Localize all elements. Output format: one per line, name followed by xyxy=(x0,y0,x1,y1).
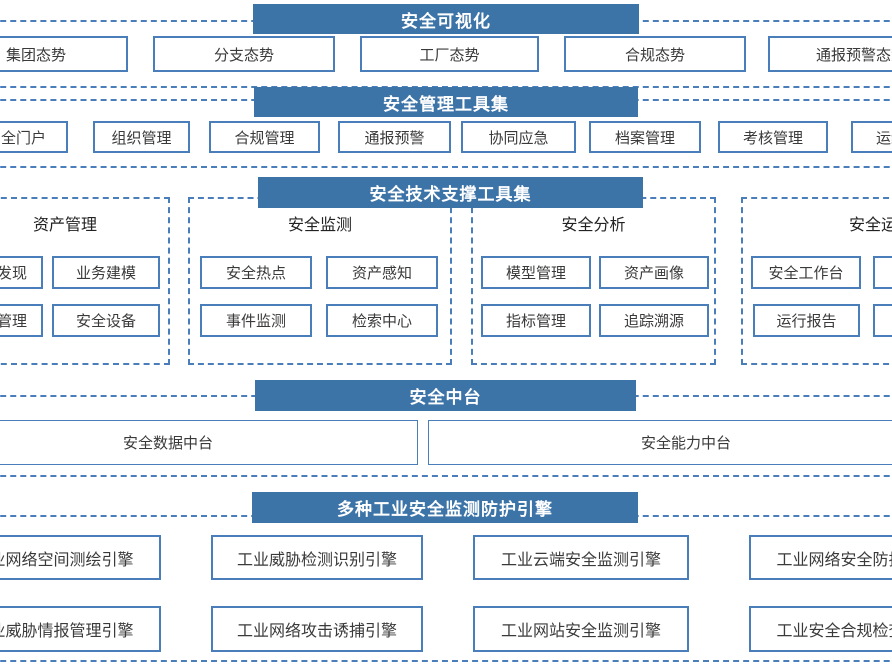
node-security-hotspots: 安全热点 xyxy=(200,256,312,289)
node-label: 运维管理 xyxy=(875,129,892,147)
node-label: 工业网络安全防护引擎 xyxy=(776,551,892,569)
node-compliance-check-engine: 工业安全合规检查引擎 xyxy=(749,606,892,652)
node-branch-situation: 分支态势 xyxy=(153,36,335,72)
node-label: 业务建模 xyxy=(75,265,136,282)
node-label: 通报预警态势 xyxy=(815,46,892,64)
node-label: 工厂态势 xyxy=(419,46,480,64)
node-label: 工业威胁检测识别引擎 xyxy=(236,551,397,569)
node-label: 工业威胁情报管理引擎 xyxy=(0,623,134,640)
node-label: 漏洞管理 xyxy=(0,313,27,330)
node-operations-management: 运维管理 xyxy=(851,121,892,153)
node-group-situation: 集团态势 xyxy=(0,36,128,72)
visualization-section-header: 安全可视化 xyxy=(253,4,639,34)
node-compliance-situation: 合规态势 xyxy=(564,36,746,72)
node-label: 工业网站安全监测引擎 xyxy=(500,623,661,640)
node-label: 检索中心 xyxy=(351,313,412,330)
node-cyberspace-mapping-engine: 工业网络空间测绘引擎 xyxy=(0,535,161,580)
node-threat-detection-engine: 工业威胁检测识别引擎 xyxy=(211,535,423,580)
engines-section-title: 多种工业安全监测防护引擎 xyxy=(337,500,553,519)
node-label: 合规态势 xyxy=(624,46,685,64)
node-attack-decoy-engine: 工业网络攻击诱捕引擎 xyxy=(211,606,423,652)
security-operations-column-title: 安全运营 xyxy=(848,217,892,234)
management-section-header: 安全管理工具集 xyxy=(254,87,638,117)
node-asset-perception: 资产感知 xyxy=(326,256,438,289)
node-security-workbench: 安全工作台 xyxy=(751,256,861,289)
node-security-devices: 安全设备 xyxy=(52,304,160,337)
asset-management-column-frame: 资产管理 xyxy=(0,197,170,365)
node-label: 安全工作台 xyxy=(768,265,844,282)
node-label: 工业安全合规检查引擎 xyxy=(776,623,892,640)
security-operations-column-frame: 安全运营 xyxy=(741,197,892,365)
node-label: 资产感知 xyxy=(351,265,412,282)
node-business-modeling: 业务建模 xyxy=(52,256,160,289)
management-section-title: 安全管理工具集 xyxy=(383,94,509,114)
node-label: 工业云端安全监测引擎 xyxy=(500,551,661,569)
asset-management-column-title: 资产管理 xyxy=(32,217,97,234)
node-archive-management: 档案管理 xyxy=(589,121,701,153)
node-label: 安全热点 xyxy=(225,265,286,282)
node-label: 模型管理 xyxy=(505,265,566,282)
node-security-portal: 安全门户 xyxy=(0,121,68,153)
node-label: 集团态势 xyxy=(5,46,66,64)
security-analysis-column-title: 安全分析 xyxy=(561,217,626,234)
node-model-management: 模型管理 xyxy=(481,256,591,289)
node-label: 考核管理 xyxy=(742,129,803,147)
middle-platform-section-title: 安全中台 xyxy=(409,388,482,407)
tech-support-section-header: 安全技术支撑工具集 xyxy=(258,177,643,208)
node-label: 协同应急 xyxy=(488,129,549,147)
node-label: 工业网络攻击诱捕引擎 xyxy=(236,623,397,640)
node-label: 追踪溯源 xyxy=(623,313,684,330)
node-label: 资产画像 xyxy=(623,265,684,282)
node-label: 安全设备 xyxy=(75,313,136,330)
node-label: 安全门户 xyxy=(0,129,46,147)
node-label: 指标管理 xyxy=(505,313,566,330)
node-compliance-management: 合规管理 xyxy=(209,121,320,153)
node-operations-extra-2 xyxy=(873,304,892,337)
node-operations-extra-1 xyxy=(873,256,892,289)
engines-section-header: 多种工业安全监测防护引擎 xyxy=(252,492,638,523)
visualization-section-title: 安全可视化 xyxy=(401,11,491,31)
node-trace-source: 追踪溯源 xyxy=(599,304,709,337)
node-label: 资产发现 xyxy=(0,265,27,282)
node-event-monitoring: 事件监测 xyxy=(200,304,312,337)
node-security-capability-platform: 安全能力中台 xyxy=(428,420,892,465)
node-label: 组织管理 xyxy=(111,129,172,147)
node-label: 安全能力中台 xyxy=(640,435,731,452)
node-label: 工业网络空间测绘引擎 xyxy=(0,551,134,569)
node-threat-intel-engine: 工业威胁情报管理引擎 xyxy=(0,606,161,652)
node-org-management: 组织管理 xyxy=(93,121,190,153)
node-label: 安全数据中台 xyxy=(122,435,213,452)
node-asset-discovery: 资产发现 xyxy=(0,256,43,289)
node-label: 运行报告 xyxy=(776,313,837,330)
node-label: 合规管理 xyxy=(234,129,295,147)
node-asset-profile: 资产画像 xyxy=(599,256,709,289)
node-label: 通报预警 xyxy=(364,129,425,147)
node-operation-report: 运行报告 xyxy=(753,304,860,337)
tech-support-section-title: 安全技术支撑工具集 xyxy=(369,185,532,204)
node-alert-situation: 通报预警态势 xyxy=(768,36,892,72)
node-coordinated-response: 协同应急 xyxy=(461,121,576,153)
node-label: 档案管理 xyxy=(614,129,675,147)
node-website-monitoring-engine: 工业网站安全监测引擎 xyxy=(473,606,689,652)
security-monitoring-column-title: 安全监测 xyxy=(287,217,352,234)
node-assessment-management: 考核管理 xyxy=(718,121,828,153)
node-factory-situation: 工厂态势 xyxy=(360,36,539,72)
node-search-center: 检索中心 xyxy=(326,304,438,337)
node-network-protection-engine: 工业网络安全防护引擎 xyxy=(749,535,892,580)
node-cloud-monitoring-engine: 工业云端安全监测引擎 xyxy=(473,535,689,580)
node-security-data-platform: 安全数据中台 xyxy=(0,420,418,465)
node-alert-notification: 通报预警 xyxy=(338,121,451,153)
node-indicator-management: 指标管理 xyxy=(481,304,591,337)
node-vulnerability-management: 漏洞管理 xyxy=(0,304,43,337)
node-label: 事件监测 xyxy=(225,313,286,330)
node-label: 分支态势 xyxy=(213,46,274,64)
middle-platform-section-header: 安全中台 xyxy=(255,380,636,411)
